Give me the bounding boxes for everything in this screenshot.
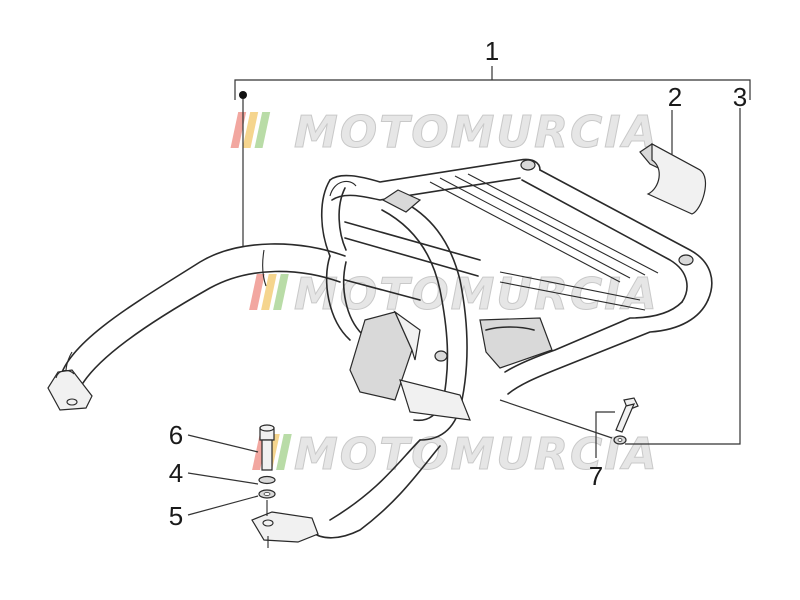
label-part-3: 3 (733, 82, 747, 112)
watermark-bar-yellow (242, 112, 259, 148)
right-foot-plate (251, 511, 319, 543)
label-part-2: 2 (668, 82, 682, 112)
rack-knob-right (678, 254, 694, 266)
watermark-bar-green (254, 112, 271, 148)
part-3-leader (625, 108, 741, 445)
fastener-stack (187, 424, 276, 516)
label-part-7: 7 (589, 461, 603, 491)
assembly-bracket (234, 66, 751, 246)
watermark-top: MOTOMURCIA (230, 107, 659, 159)
front-arm-tube (47, 243, 346, 411)
rack-knob-rear (520, 159, 536, 171)
watermark-text: MOTOMURCIA (294, 107, 659, 158)
bullet-dot (239, 91, 247, 99)
label-part-1: 1 (485, 36, 499, 66)
watermark-bar-red (230, 112, 247, 148)
rack-knob-front (434, 350, 448, 362)
rack-frame (320, 158, 713, 441)
front-leg-tube (251, 439, 441, 548)
label-part-6: 6 (169, 420, 183, 450)
left-foot-plate (47, 369, 93, 411)
watermark-text: MOTOMURCIA (294, 429, 659, 480)
part-2-pad (639, 110, 706, 215)
part-7-screw (499, 397, 639, 458)
label-part-5: 5 (169, 501, 183, 531)
watermark-text: MOTOMURCIA (294, 269, 659, 320)
label-part-4: 4 (169, 458, 183, 488)
watermark-middle: MOTOMURCIA (249, 269, 659, 321)
